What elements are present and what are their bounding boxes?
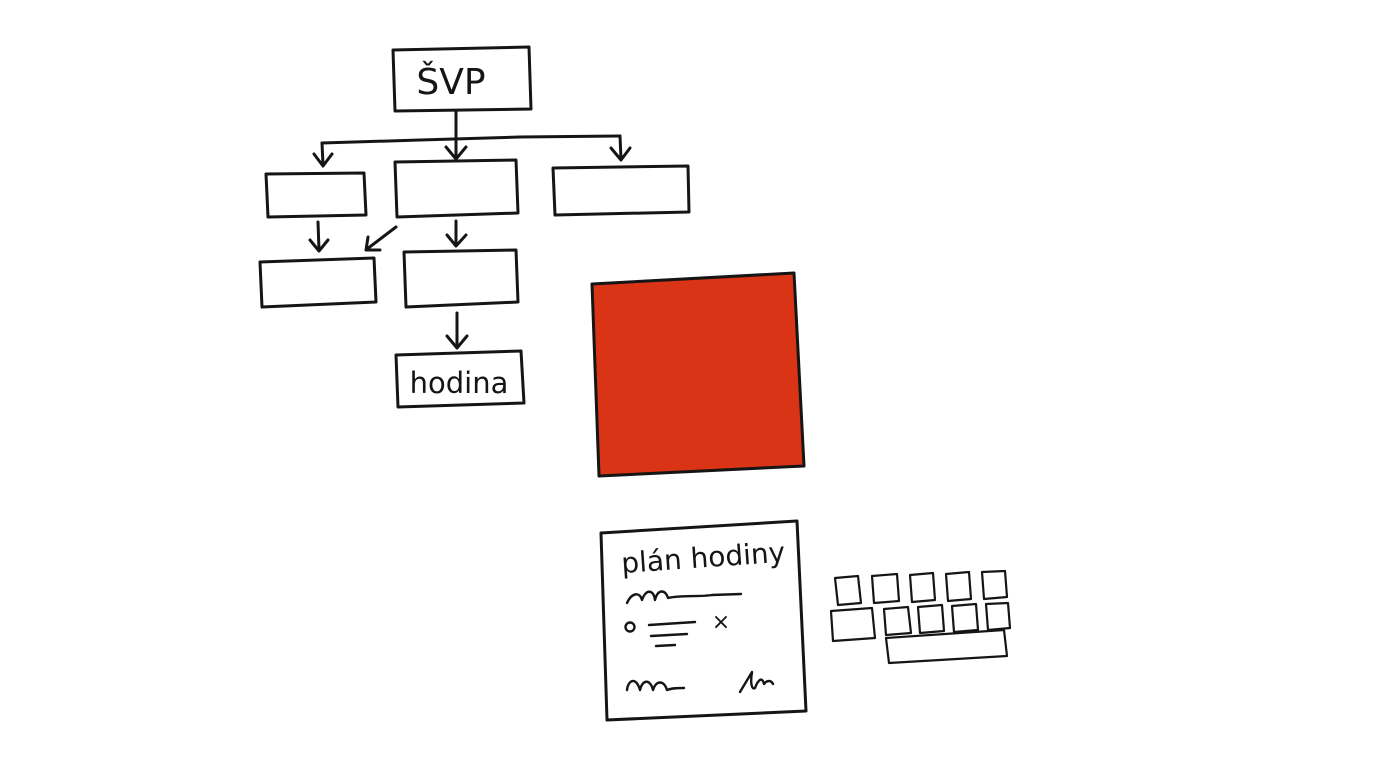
keyboard-icon (829, 569, 1012, 665)
scribble-lines-2 (647, 620, 697, 648)
red-square-icon (590, 271, 806, 478)
tree-node-right (551, 164, 691, 217)
tree-node-lower-left (258, 256, 378, 309)
tree-node-left (264, 171, 368, 219)
tree-node-middle (393, 158, 520, 219)
plan-mark: × (712, 610, 730, 635)
scribble-line-1 (625, 590, 743, 605)
tree-node-lower-middle (402, 248, 520, 309)
scribble-signature (738, 670, 775, 694)
root-connectors (312, 109, 632, 168)
level2-connectors (308, 219, 468, 253)
lesson-plan-sheet-icon: plán hodiny × (599, 519, 808, 722)
bullet-circle (624, 621, 636, 633)
leaf-connector (445, 311, 469, 350)
scribble-line-3 (625, 679, 686, 692)
tree-leaf-node: hodina (394, 349, 526, 409)
tree-root-node: ŠVP (391, 45, 533, 113)
root-label: ŠVP (416, 61, 485, 103)
leaf-label: hodina (410, 366, 509, 400)
